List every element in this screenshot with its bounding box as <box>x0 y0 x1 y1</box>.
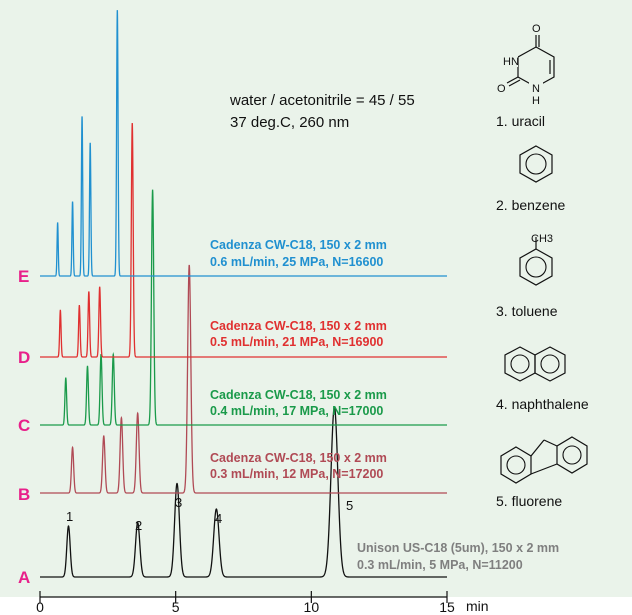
toluene-methyl-label: CH3 <box>531 233 553 245</box>
trace-line-e <box>40 10 447 277</box>
compound-label-benzene: 2. benzene <box>496 197 565 213</box>
peak-number-4: 4 <box>215 511 222 526</box>
x-tick-label-5: 5 <box>172 599 180 615</box>
traces-layer: A Unison US-C18 (5um), 150 x 2 mm 0.3 mL/m… <box>18 10 559 587</box>
trace-e-conditions: 0.6 mL/min, 25 MPa, N=16600 <box>210 255 383 269</box>
trace-line-c <box>40 189 447 426</box>
benzene-structure-icon <box>519 145 553 183</box>
trace-label-c: C <box>18 416 30 435</box>
toluene-structure-icon: CH3 <box>519 233 553 286</box>
trace-b-conditions: 0.3 mL/min, 12 MPa, N=17200 <box>210 467 383 481</box>
uracil-oxygen-left: O <box>497 83 506 95</box>
x-axis: 0 5 10 15 min <box>36 591 489 615</box>
plot-background <box>0 0 632 597</box>
trace-line-a <box>40 406 447 578</box>
uracil-structure-icon: O HN O N H <box>497 23 555 107</box>
trace-c: C Cadenza CW-C18, 150 x 2 mm 0.4 mL/min, 1… <box>18 189 447 435</box>
x-tick-label-10: 10 <box>304 599 320 615</box>
trace-line-b <box>40 264 447 494</box>
trace-e: E Cadenza CW-C18, 150 x 2 mm 0.6 mL/min, 2… <box>18 10 447 286</box>
trace-label-d: D <box>18 348 30 367</box>
trace-b-column: Cadenza CW-C18, 150 x 2 mm <box>210 451 387 465</box>
trace-label-b: B <box>18 485 30 504</box>
trace-b: B Cadenza CW-C18, 150 x 2 mm 0.3 mL/min, 1… <box>18 264 447 504</box>
peak-number-5: 5 <box>346 498 353 513</box>
fluorene-structure-icon <box>500 436 588 484</box>
trace-label-e: E <box>18 267 29 286</box>
x-tick-label-15: 15 <box>439 599 455 615</box>
peak-number-3: 3 <box>175 495 182 510</box>
compound-label-naphthalene: 4. naphthalene <box>496 396 589 412</box>
compound-label-uracil: 1. uracil <box>496 113 545 129</box>
trace-a-column: Unison US-C18 (5um), 150 x 2 mm <box>357 541 559 555</box>
trace-e-column: Cadenza CW-C18, 150 x 2 mm <box>210 238 387 252</box>
uracil-nitrogen: N <box>532 83 540 95</box>
trace-a: A Unison US-C18 (5um), 150 x 2 mm 0.3 mL/m… <box>18 406 559 587</box>
x-ticks: 0 5 10 15 <box>36 591 455 615</box>
uracil-nh-left: HN <box>503 56 519 68</box>
mobile-phase-text: water / acetonitrile = 45 / 55 <box>229 92 415 109</box>
trace-line-d <box>40 122 447 358</box>
compound-label-fluorene: 5. fluorene <box>496 493 562 509</box>
peak-number-1: 1 <box>66 509 73 524</box>
trace-d-column: Cadenza CW-C18, 150 x 2 mm <box>210 319 387 333</box>
trace-c-column: Cadenza CW-C18, 150 x 2 mm <box>210 388 387 402</box>
uracil-oxygen-top: O <box>532 23 541 35</box>
trace-a-conditions: 0.3 mL/min, 5 MPa, N=11200 <box>357 558 523 572</box>
temperature-wavelength-text: 37 deg.C, 260 nm <box>230 114 349 131</box>
x-axis-label: min <box>466 598 489 614</box>
trace-d: D Cadenza CW-C18, 150 x 2 mm 0.5 mL/min, 2… <box>18 122 447 367</box>
peak-number-2: 2 <box>135 518 142 533</box>
x-tick-label-0: 0 <box>36 599 44 615</box>
trace-c-conditions: 0.4 mL/min, 17 MPa, N=17000 <box>210 404 383 418</box>
trace-label-a: A <box>18 568 30 587</box>
uracil-hydrogen: H <box>532 95 540 107</box>
compound-label-toluene: 3. toluene <box>496 303 558 319</box>
naphthalene-structure-icon <box>504 346 566 382</box>
trace-d-conditions: 0.5 mL/min, 21 MPa, N=16900 <box>210 335 383 349</box>
